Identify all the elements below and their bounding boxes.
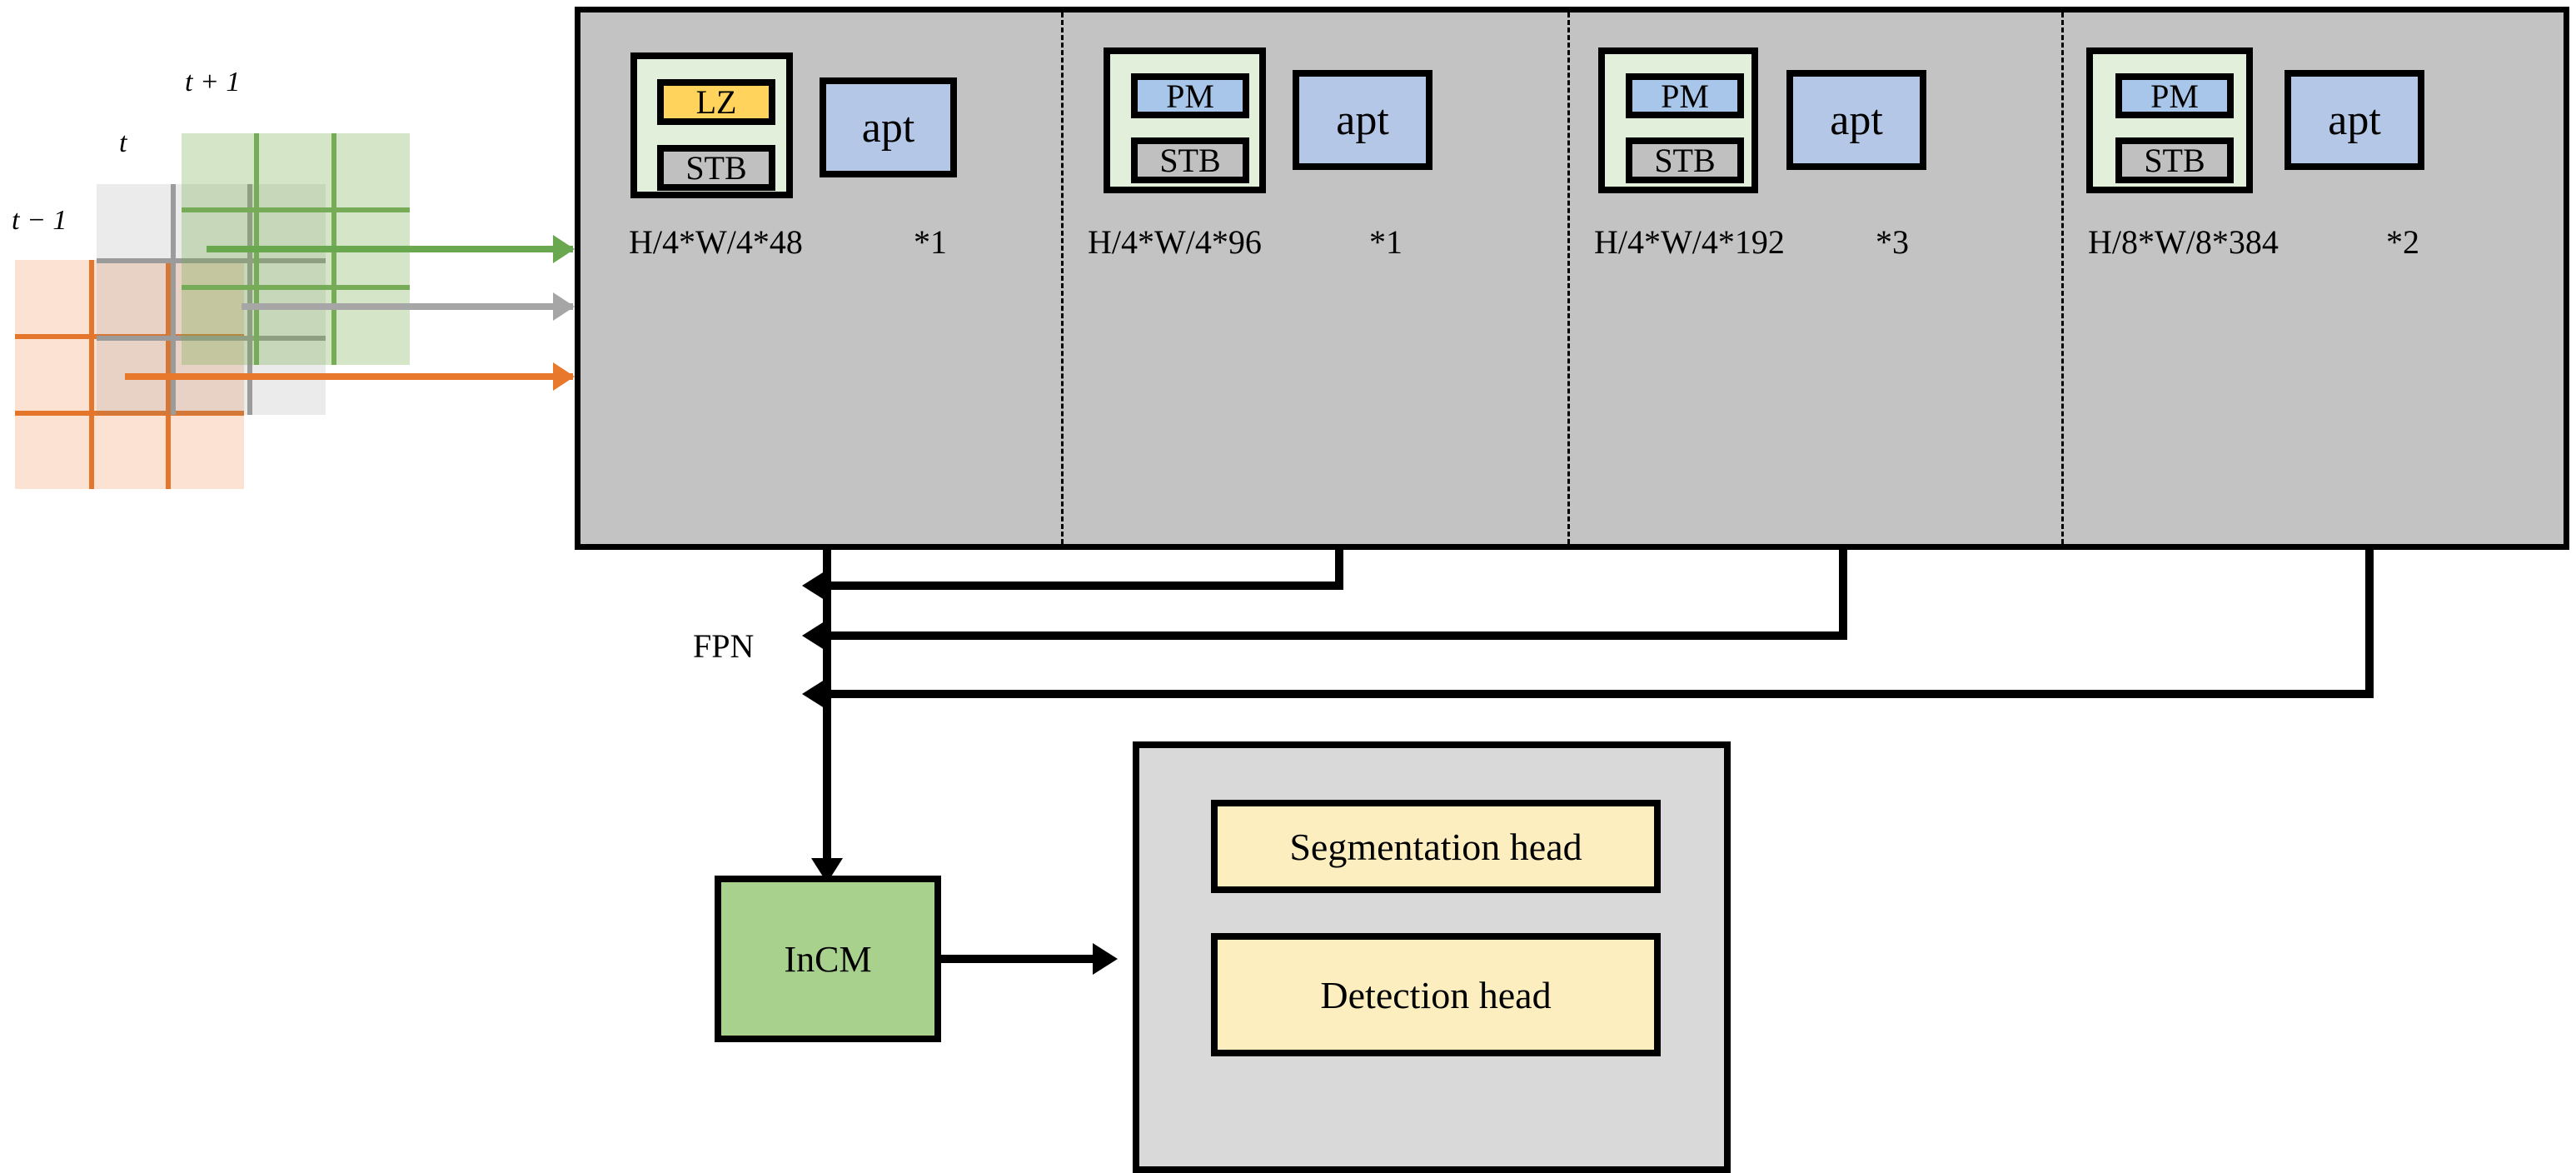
backbone-container: LZ STB apt H/4*W/4*48 *1 PM STB apt H/4*… (575, 7, 2569, 550)
backbone-stage-3: PM STB apt H/4*W/4*192 *3 (1567, 12, 2061, 544)
skip-left-stage3 (827, 631, 1847, 640)
skip-down-stage4 (2365, 550, 2374, 698)
input-arrow-gray (242, 292, 575, 321)
module-apt[interactable]: apt (2285, 70, 2424, 170)
grid-line-h (97, 258, 326, 263)
frame-label-t-minus-1: t − 1 (12, 205, 67, 236)
grid-line-v (171, 184, 176, 415)
arrow-head (553, 292, 575, 321)
stage-dim-label: H/4*W/4*48 (629, 223, 803, 261)
module-stb[interactable]: STB (2115, 137, 2234, 183)
module-lz[interactable]: LZ (657, 79, 775, 125)
module-pm[interactable]: PM (2115, 73, 2234, 118)
incm-to-heads-arrowhead (1093, 943, 1118, 975)
frame-label-t: t (119, 127, 127, 158)
stage-divider (1567, 12, 1570, 544)
stage-repeat-label: *3 (1876, 223, 1909, 261)
module-stb[interactable]: STB (657, 145, 775, 191)
module-pm[interactable]: PM (1131, 73, 1249, 118)
skip-arrowhead-stage3 (802, 620, 827, 651)
head-detection[interactable]: Detection head (1211, 933, 1661, 1056)
backbone-stage-1: LZ STB apt H/4*W/4*48 *1 (580, 12, 1061, 544)
fpn-label: FPN (693, 627, 755, 665)
arrow-shaft (125, 373, 573, 380)
fpn-spine (823, 550, 831, 883)
stage-divider (2061, 12, 2064, 544)
module-stb[interactable]: STB (1131, 137, 1249, 183)
grid-line-h (15, 411, 244, 416)
grid-line-h (182, 285, 410, 290)
module-apt[interactable]: apt (1786, 70, 1926, 170)
stage-repeat-label: *2 (2386, 223, 2419, 261)
skip-arrowhead-stage4 (802, 678, 827, 710)
module-pm[interactable]: PM (1626, 73, 1744, 118)
frame-label-t-plus-1: t + 1 (185, 67, 241, 97)
input-arrow-orange (125, 362, 575, 391)
stage-repeat-label: *1 (1369, 223, 1403, 261)
arrow-shaft (207, 246, 573, 252)
module-incm[interactable]: InCM (715, 876, 941, 1042)
stage-dim-label: H/4*W/4*192 (1594, 223, 1785, 261)
skip-arrowhead-stage2 (802, 570, 827, 601)
grid-line-h (97, 336, 326, 341)
stage-block-wrapper: PM STB (2086, 47, 2253, 193)
skip-left-stage4 (827, 690, 2374, 698)
skip-down-stage2 (1335, 550, 1343, 590)
module-apt[interactable]: apt (820, 77, 957, 177)
heads-container: Segmentation head Detection head (1133, 741, 1731, 1173)
grid-line-v (89, 260, 94, 489)
input-arrow-green (207, 235, 575, 263)
stage-block-wrapper: PM STB (1598, 47, 1758, 193)
skip-left-stage2 (827, 582, 1343, 590)
stage-divider (1061, 12, 1064, 544)
arrow-head (553, 235, 575, 263)
arrow-shaft (242, 303, 573, 310)
stage-dim-label: H/4*W/4*96 (1088, 223, 1262, 261)
grid-line-v (247, 184, 252, 415)
backbone-stage-4: PM STB apt H/8*W/8*384 *2 (2061, 12, 2575, 544)
module-stb[interactable]: STB (1626, 137, 1744, 183)
module-apt[interactable]: apt (1293, 70, 1432, 170)
stage-repeat-label: *1 (914, 223, 947, 261)
stage-dim-label: H/8*W/8*384 (2088, 223, 2279, 261)
incm-to-heads-line (941, 955, 1095, 963)
grid-line-h (182, 207, 410, 212)
stage-block-wrapper: LZ STB (630, 52, 793, 198)
head-segmentation[interactable]: Segmentation head (1211, 800, 1661, 893)
backbone-stage-2: PM STB apt H/4*W/4*96 *1 (1061, 12, 1567, 544)
skip-down-stage3 (1839, 550, 1847, 640)
stage-block-wrapper: PM STB (1104, 47, 1266, 193)
arrow-head (553, 362, 575, 391)
